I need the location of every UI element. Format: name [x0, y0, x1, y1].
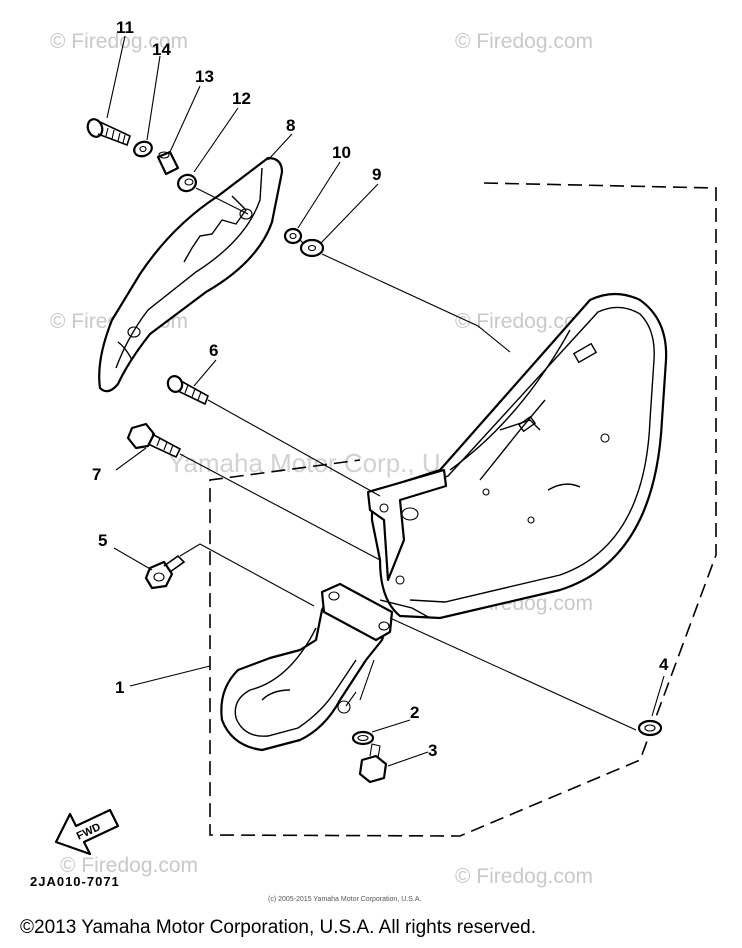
callout-1: 1 — [115, 678, 124, 697]
washer-10 — [283, 227, 303, 245]
exhaust-pipe — [220, 582, 394, 752]
callout-8: 8 — [286, 116, 295, 135]
assembly-lines — [179, 187, 637, 731]
leader-lines — [106, 35, 665, 767]
callout-14: 14 — [152, 40, 171, 59]
bolt-11 — [86, 118, 131, 147]
muffler-body — [366, 292, 668, 620]
callout-4: 4 — [659, 655, 669, 674]
washer-9 — [299, 238, 325, 258]
nut-3 — [358, 743, 388, 784]
bolt-6 — [166, 375, 209, 406]
diagram-code: 2JA010-7071 — [30, 874, 120, 889]
gasket-4 — [637, 719, 663, 737]
watermark-firedog: © Firedog.com — [50, 30, 188, 53]
callout-9: 9 — [372, 165, 381, 184]
gasket-2 — [351, 730, 375, 746]
fwd-arrow: FWD — [54, 808, 120, 856]
watermark-firedog: © Firedog.com — [455, 30, 593, 53]
watermark-firedog: © Firedog.com — [455, 865, 593, 888]
watermark-firedog: © Firedog.com — [60, 854, 198, 877]
footer-copyright: ©2013 Yamaha Motor Corporation, U.S.A. A… — [20, 917, 536, 938]
callout-5: 5 — [98, 531, 107, 550]
callout-2: 2 — [410, 703, 419, 722]
collar-13 — [156, 150, 180, 176]
bolt-7 — [126, 422, 182, 459]
watermark-firedog: © Firedog.com — [455, 310, 593, 333]
small-copyright: (c) 2005-2015 Yamaha Motor Corporation, … — [268, 896, 421, 903]
callout-12: 12 — [232, 89, 251, 108]
assembly-outline — [209, 182, 717, 837]
callout-11: 11 — [116, 18, 134, 37]
washer-14 — [133, 140, 153, 158]
callout-10: 10 — [332, 143, 351, 162]
callout-13: 13 — [195, 67, 214, 86]
grommet-12 — [177, 173, 197, 193]
callout-6: 6 — [209, 341, 218, 360]
callout-7: 7 — [92, 465, 101, 484]
heat-shield — [98, 156, 284, 393]
callout-3: 3 — [428, 741, 437, 760]
bolt-5 — [144, 554, 186, 590]
